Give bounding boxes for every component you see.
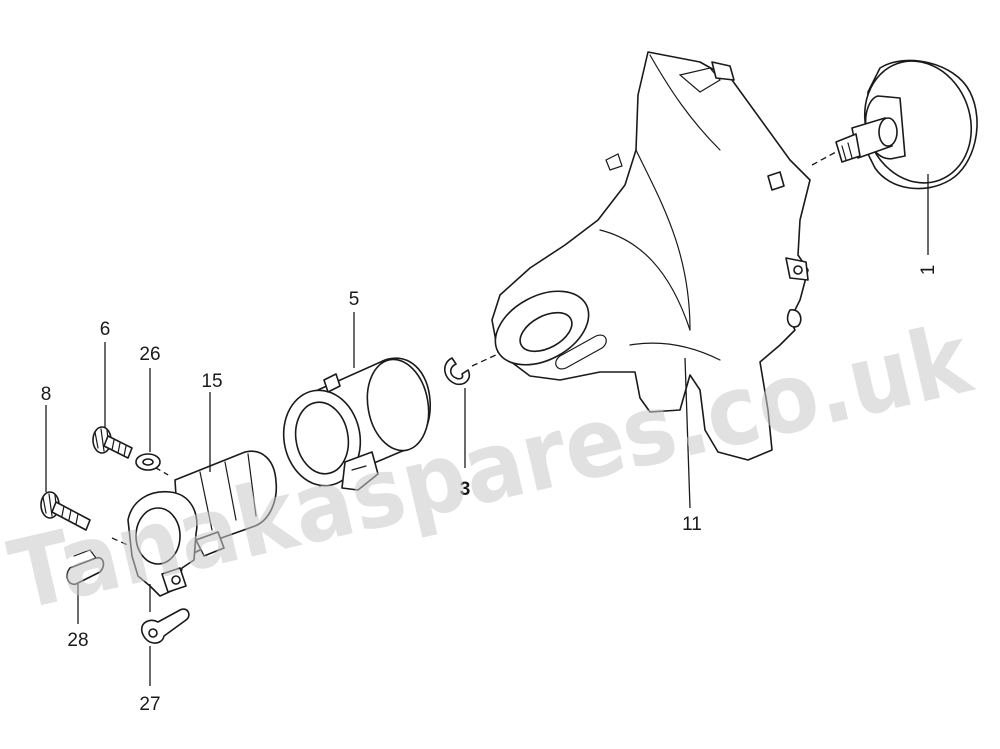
bolt-6-part <box>92 426 133 459</box>
clutch-case-part <box>491 51 811 461</box>
callout-1: 1 <box>918 265 939 276</box>
handle-holder-part <box>111 450 278 597</box>
callout-26: 26 <box>139 344 160 365</box>
callout-15: 15 <box>201 371 222 392</box>
bolt-8-part <box>40 491 91 531</box>
washer-part <box>135 453 171 477</box>
clip-28-part <box>66 549 105 586</box>
callout-27: 27 <box>139 694 160 715</box>
pipe-clamp-part <box>282 357 431 491</box>
callout-3: 3 <box>460 479 471 500</box>
callout-11: 11 <box>682 514 702 535</box>
clip-part <box>444 353 499 386</box>
callout-5: 5 <box>349 289 360 310</box>
callout-28: 28 <box>67 630 88 651</box>
leader-lines <box>45 174 929 686</box>
callout-8: 8 <box>41 384 52 405</box>
plate-part <box>140 608 190 644</box>
clutch-drum-part <box>811 59 978 190</box>
callout-6: 6 <box>100 319 111 340</box>
